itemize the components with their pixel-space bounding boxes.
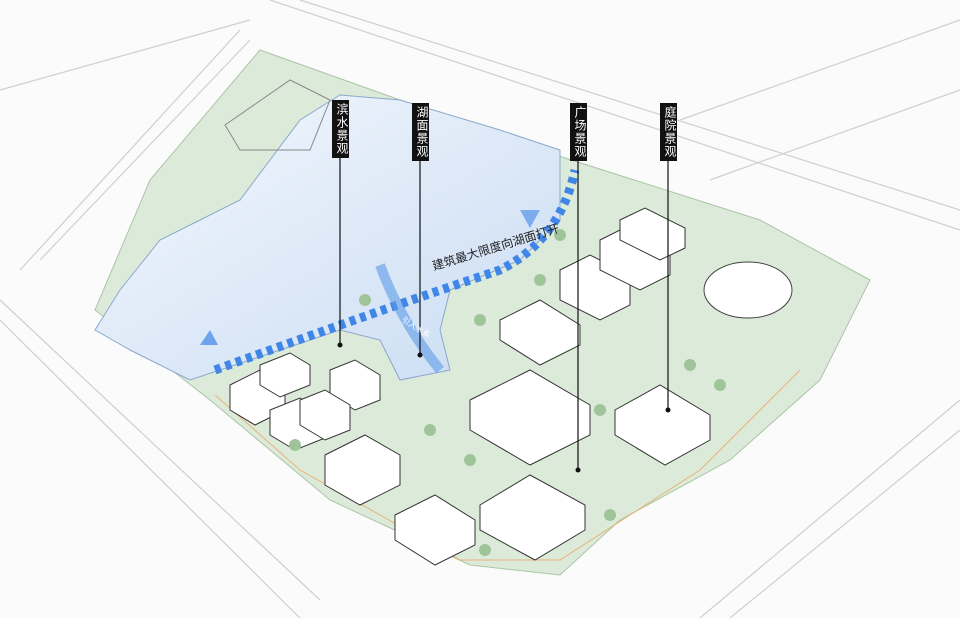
label-waterfront-landscape: 滨水景观	[332, 100, 349, 158]
label-courtyard-landscape: 庭院景观	[660, 103, 677, 161]
inflow-arrow	[375, 263, 444, 374]
label-plaza-landscape: 广场景观	[570, 103, 587, 161]
buildings	[229, 207, 711, 566]
leader-lines	[339, 155, 669, 470]
open-to-lake-arrow	[213, 169, 580, 375]
trees	[289, 229, 726, 556]
label-lake-landscape: 湖面景观	[412, 103, 429, 161]
round-tank	[703, 261, 793, 319]
